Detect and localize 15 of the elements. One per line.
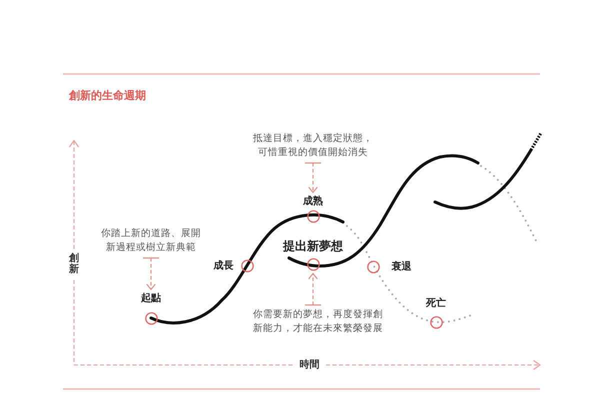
point-label: 衰退 [392, 261, 412, 273]
annotation-text: 你踏上新的道路、展開新過程或樹立新典範 [99, 227, 203, 255]
axis-label: 時間 [300, 360, 320, 370]
point-label: 成長 [214, 260, 234, 272]
annotation-text: 你需要新的夢想，再度發揮創新能力，才能在未來繁榮發展 [253, 308, 387, 336]
leader-arrow [304, 272, 322, 306]
axis-label: 創新 [68, 253, 80, 275]
point-label: 起點 [141, 292, 161, 304]
point-label: 死亡 [426, 298, 446, 310]
annotation-text: 抵達目標，進入穩定狀態，可惜重視的價值開始消失 [251, 132, 375, 160]
leader-arrow [142, 257, 160, 290]
point-label: 成熟 [303, 196, 323, 208]
point-label: 提出新夢想 [283, 238, 343, 252]
diagram-title: 創新的生命週期 [69, 89, 146, 103]
leader-arrow [304, 162, 322, 194]
